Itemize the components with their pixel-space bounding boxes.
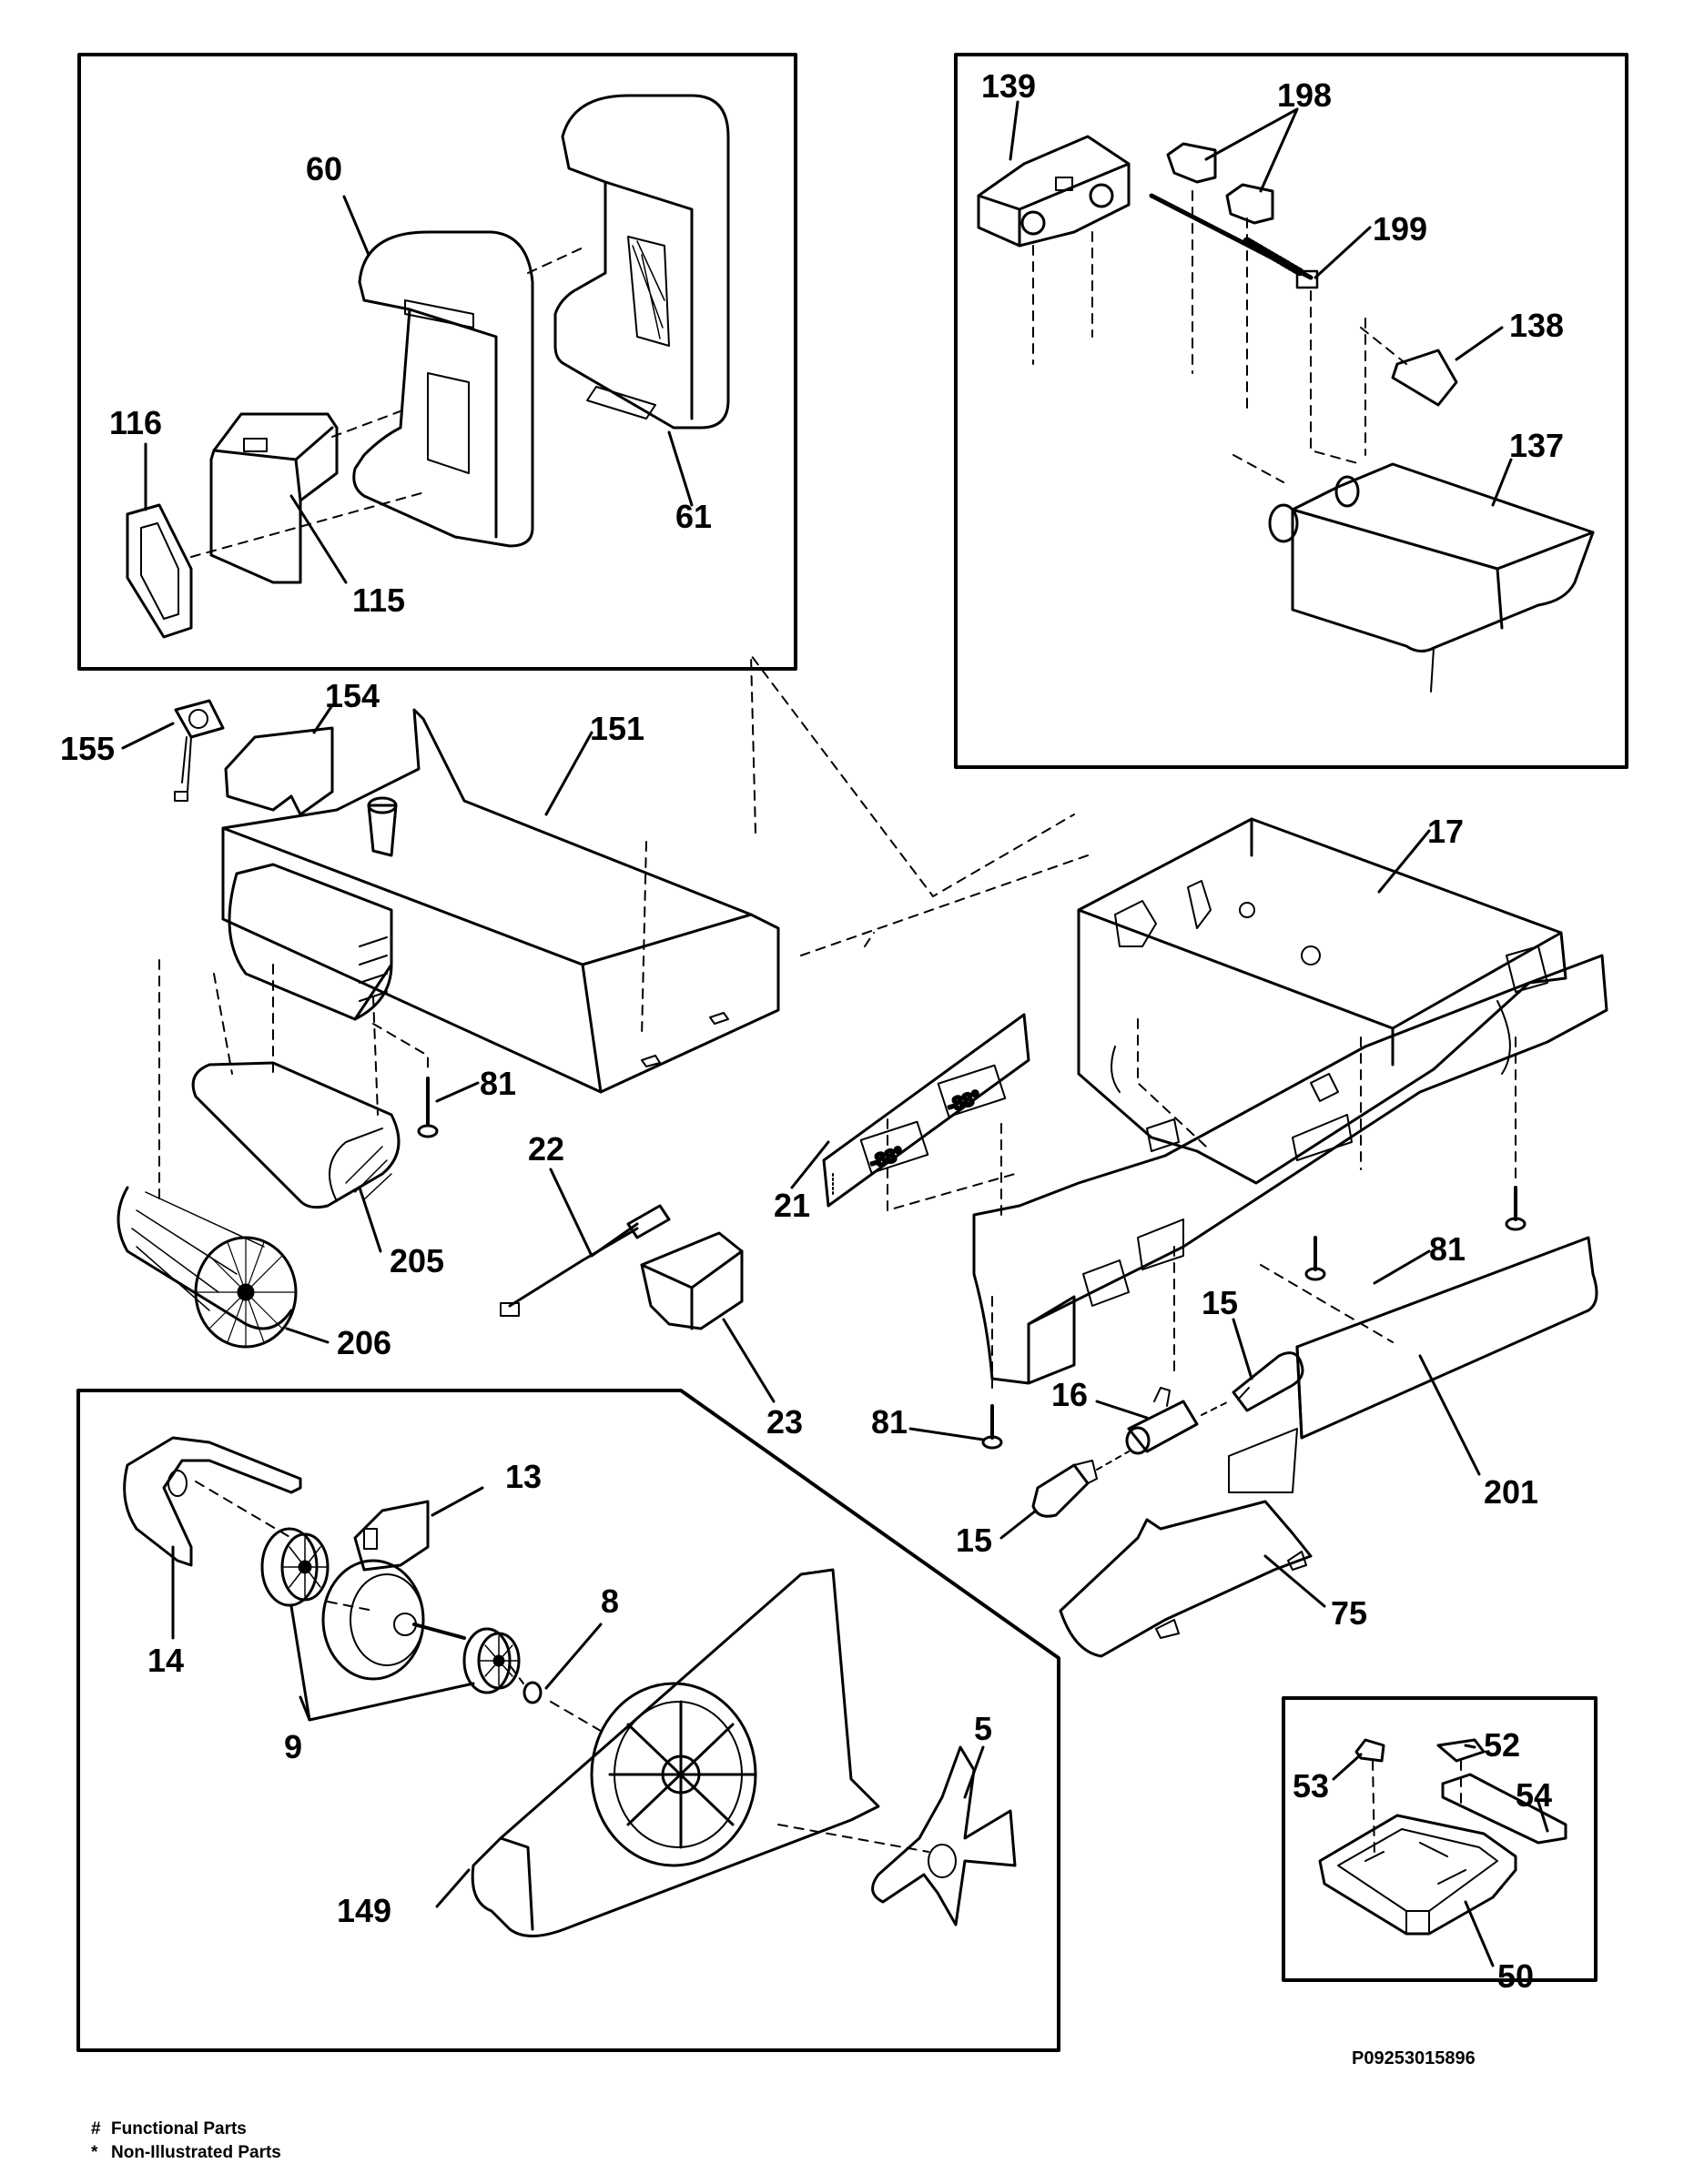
dashed-guide (158, 841, 647, 1202)
part-154-cover-shape (224, 726, 334, 816)
part-5-blade-shape (871, 1745, 1017, 1926)
part-54-rail-shape (1441, 1773, 1567, 1845)
callout-155: 155 (60, 730, 115, 767)
dashed-guide (195, 1481, 929, 1853)
part-15-bulbs-shape (1031, 1351, 1304, 1518)
part-23-cap-shape (640, 1231, 744, 1330)
part-75-shape (1059, 1500, 1313, 1658)
legend-text-functional: Functional Parts (111, 2119, 247, 2138)
part-116-frame-shape (126, 503, 193, 639)
legend-text-non-illustrated: Non-Illustrated Parts (111, 2143, 281, 2162)
callout-13: 13 (505, 1458, 542, 1495)
part-81-screw-shape (417, 1077, 439, 1138)
part-9-wheels-shape (260, 1527, 521, 1694)
part-139-valve-shape (977, 135, 1131, 248)
part-8-washer-shape (522, 1681, 543, 1704)
legend-functional-parts: # Functional Parts (91, 2118, 247, 2140)
part-151-box-shape (221, 708, 780, 1094)
part-149-shroud-shape (471, 1568, 880, 1937)
callout-154: 154 (325, 677, 380, 714)
callout-138: 138 (1509, 307, 1564, 344)
dashed-guide (190, 245, 588, 558)
legend-symbol-asterisk: * (91, 2143, 98, 2162)
part-17-front-shape (972, 954, 1608, 1385)
callout-15-b: 15 (956, 1522, 992, 1559)
dashed-guide (1032, 190, 1407, 483)
part-155-fan-shape (174, 699, 225, 802)
legend-symbol-hash: # (91, 2119, 101, 2138)
callout-61: 61 (675, 498, 712, 535)
part-14-bracket-shape (123, 1436, 302, 1567)
legend-non-illustrated-parts: * Non-Illustrated Parts (91, 2142, 281, 2164)
callout-149: 149 (337, 1892, 391, 1929)
dashed-guide (1096, 1400, 1230, 1471)
callout-15-a: 15 (1202, 1284, 1238, 1321)
callout-201: 201 (1484, 1473, 1538, 1511)
callout-53: 53 (1293, 1767, 1329, 1805)
part-52-shape (1436, 1738, 1486, 1763)
part-138-shape (1391, 349, 1458, 407)
part-53-shape (1354, 1738, 1385, 1763)
part-17-housing-shape (1077, 817, 1567, 1185)
callout-54: 54 (1516, 1776, 1552, 1814)
panel-bucket-assembly (1282, 1696, 1598, 1982)
callout-115: 115 (352, 581, 405, 619)
part-201-strip-shape (1228, 1236, 1598, 1493)
part-205-scoop-shape (191, 1061, 401, 1209)
dashed-guide (750, 654, 1516, 1389)
leader-lines (121, 100, 1549, 1967)
callout-151: 151 (590, 710, 644, 747)
part-21-board-shape: -88° -88° (822, 1013, 1030, 1208)
diagram-reference-number: P09253015896 (1352, 2048, 1476, 2068)
panel-ice-chute-assembly (77, 53, 797, 671)
callout-75: 75 (1331, 1594, 1367, 1632)
callout-81-b: 81 (1429, 1230, 1466, 1268)
callout-52: 52 (1484, 1726, 1520, 1764)
svg-text:-88°: -88° (945, 1087, 983, 1117)
part-13-motor-shape (321, 1500, 466, 1681)
callout-139: 139 (981, 67, 1036, 105)
callout-21: 21 (774, 1187, 810, 1224)
callout-206: 206 (337, 1324, 391, 1361)
part-50-bucket-shape (1318, 1814, 1517, 1936)
part-60-cover-shape (352, 230, 534, 548)
callout-5: 5 (974, 1710, 992, 1747)
part-115-shape (209, 412, 339, 584)
callout-199: 199 (1373, 210, 1427, 248)
callout-23: 23 (766, 1403, 803, 1441)
part-199-tube-shape (1149, 193, 1319, 289)
svg-text:-88°: -88° (867, 1144, 906, 1173)
part-61-housing-shape (553, 94, 730, 430)
callout-17: 17 (1427, 813, 1464, 850)
part-16-valve-shape (1125, 1387, 1199, 1455)
part-151-fan-housing-shape (228, 863, 393, 1021)
callout-198: 198 (1277, 76, 1332, 114)
callout-81-c: 81 (871, 1403, 908, 1441)
callout-8: 8 (601, 1582, 619, 1620)
part-22-sensor-shape (500, 1204, 671, 1317)
panel-fan-assembly (76, 1389, 1060, 2052)
part-206-brush-shape (117, 1186, 298, 1349)
callout-14: 14 (147, 1642, 184, 1679)
callout-205: 205 (390, 1242, 444, 1279)
callout-labels: 60 116 115 61 139 198 199 138 137 155 15… (60, 67, 1564, 1995)
callout-9: 9 (284, 1728, 302, 1765)
callout-60: 60 (306, 150, 342, 187)
callout-50: 50 (1497, 1957, 1534, 1995)
panel-valve-assembly (954, 53, 1628, 769)
callout-22: 22 (528, 1130, 564, 1168)
dashed-guide (1372, 1760, 1462, 1857)
part-137-box-shape (1268, 462, 1595, 693)
part-151-post-shape (367, 796, 398, 857)
callout-137: 137 (1509, 427, 1564, 464)
callout-16: 16 (1051, 1376, 1088, 1413)
callout-81-a: 81 (480, 1065, 516, 1102)
callout-116: 116 (109, 404, 162, 441)
part-198-clips-shape (1166, 142, 1274, 225)
